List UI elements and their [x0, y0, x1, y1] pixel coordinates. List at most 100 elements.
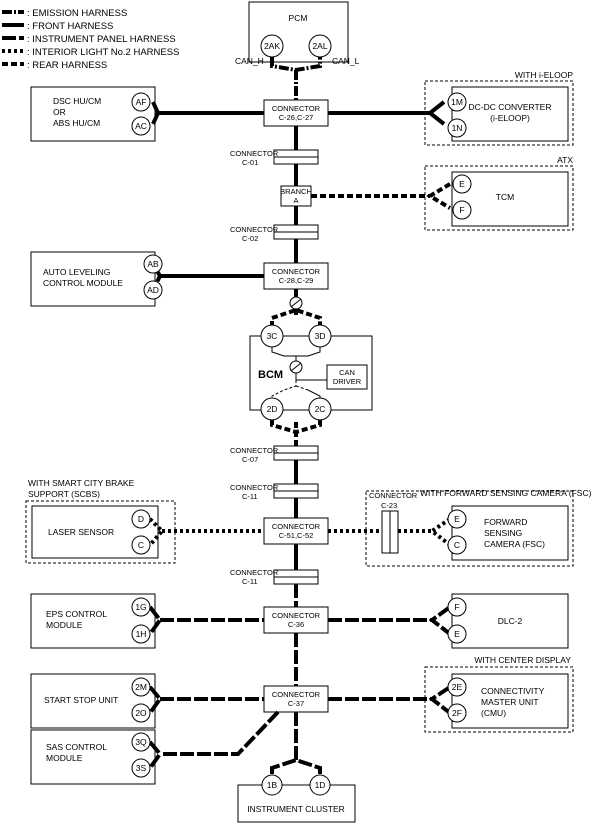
cmu-pin-2e	[447, 677, 467, 697]
connector-c11-lower: CONNECTOR C-11	[230, 568, 319, 586]
sas-label-1: SAS CONTROL	[46, 742, 107, 752]
connector-c51-label-2: C-51,C-52	[279, 531, 314, 540]
dsc-label-3: ABS HU/CM	[53, 118, 100, 128]
dlc-pin-f	[447, 597, 467, 617]
dcdc-pin-1n-label: 1N	[452, 123, 463, 133]
eps-pin-1h-label: 1H	[136, 629, 147, 639]
laser-condition-2: SUPPORT (SCBS)	[28, 489, 100, 499]
dsc-label-1: DSC HU/CM	[53, 96, 101, 106]
legend-emission-label: : EMISSION HARNESS	[27, 8, 127, 19]
legend: : EMISSION HARNESS : FRONT HARNESS : INS…	[2, 8, 179, 71]
dlc-label: DLC-2	[498, 616, 523, 626]
tcm-box	[451, 171, 569, 227]
tcm-pin-f-label: F	[459, 205, 464, 215]
sas-label-2: MODULE	[46, 753, 83, 763]
fsc-label-3: CAMERA (FSC)	[484, 539, 545, 549]
bcm: 3C 3D BCM CAN DRIVER 2D 2C	[249, 307, 373, 435]
connector-c28-label-1: CONNECTOR	[272, 267, 321, 276]
connector-c01-label-2: C-01	[242, 158, 258, 167]
fsc-pin-e	[447, 509, 467, 529]
cmu-pin-2f	[447, 703, 467, 723]
start-stop-label: START STOP UNIT	[44, 695, 118, 705]
eps-label-2: MODULE	[46, 620, 83, 630]
cluster-pin-1d	[309, 774, 331, 796]
tcm-option-frame	[424, 165, 574, 231]
dlc-pin-e-label: E	[454, 629, 460, 639]
connector-c11-upper: CONNECTOR C-11	[230, 483, 319, 501]
dcdc-option-frame	[424, 80, 574, 146]
dlc-2: DLC-2 F E	[428, 593, 569, 649]
laser-condition-1: WITH SMART CITY BRAKE	[28, 478, 135, 488]
can-driver-label-1: CAN	[339, 368, 355, 377]
dcdc-pin-1m	[447, 92, 467, 112]
connector-c11-upper-label-1: CONNECTOR	[230, 483, 279, 492]
laser-pin-c	[131, 535, 151, 555]
eps-pin-1h	[131, 624, 151, 644]
pcm-pin-2al	[308, 34, 332, 58]
tcm-label: TCM	[496, 192, 514, 202]
connector-c36-label-1: CONNECTOR	[272, 611, 321, 620]
legend-rear-label: : REAR HARNESS	[27, 60, 107, 71]
sas-control-module: SAS CONTROL MODULE 3Q 3S	[30, 729, 163, 785]
cmu-label-3: (CMU)	[481, 708, 506, 718]
cmu-label-2: MASTER UNIT	[481, 697, 539, 707]
connector-c02-label-1: CONNECTOR	[230, 225, 279, 234]
sas-pin-3q-label: 3Q	[135, 737, 147, 747]
connector-c07: CONNECTOR C-07	[230, 445, 319, 464]
pcm-pin-2ak	[260, 34, 284, 58]
auto-leveling-module: AUTO LEVELING CONTROL MODULE AB AD	[30, 251, 264, 307]
dsc-hu-cm: DSC HU/CM OR ABS HU/CM AF AC	[30, 86, 161, 142]
laser-pin-d	[131, 509, 151, 529]
connector-c36-label-2: C-36	[288, 620, 304, 629]
connector-c51-c52: CONNECTOR C-51,C-52	[263, 517, 432, 545]
dsc-pin-ac	[131, 116, 151, 136]
connector-c23-label-2: C-23	[381, 501, 397, 510]
connector-c07-label-1: CONNECTOR	[230, 446, 279, 455]
dcdc-pin-1m-label: 1M	[451, 97, 463, 107]
cmu-condition: WITH CENTER DISPLAY	[474, 655, 571, 665]
auto-leveling-label-1: AUTO LEVELING	[43, 267, 110, 277]
branch-label-1: BRANCH	[280, 187, 312, 196]
fsc-option-frame	[365, 490, 574, 567]
connector-c26-c27: CONNECTOR C-26,C-27	[158, 99, 430, 127]
cmu-label-1: CONNECTIVITY	[481, 686, 545, 696]
can-l-label: CAN_L	[332, 56, 360, 66]
start-stop-pin-2o	[131, 703, 151, 723]
instrument-cluster-label: INSTRUMENT CLUSTER	[247, 804, 345, 814]
auto-leveling-pin-ad-label: AD	[147, 285, 159, 295]
legend-instrument-panel-label: : INSTRUMENT PANEL HARNESS	[27, 34, 176, 45]
bcm-pin-3d-label: 3D	[315, 331, 326, 341]
dlc-pin-f-label: F	[454, 602, 459, 612]
pcm-pin-2al-label: 2AL	[312, 41, 327, 51]
auto-leveling-pin-ab	[143, 254, 163, 274]
connector-c01-label-1: CONNECTOR	[230, 149, 279, 158]
bcm-pin-3c-label: 3C	[267, 331, 278, 341]
can-driver-box	[326, 364, 368, 390]
bcm-label: BCM	[258, 369, 283, 381]
dlc-pin-e	[447, 624, 467, 644]
auto-leveling-pin-ad	[143, 280, 163, 300]
connector-c26-label-2: C-26,C-27	[279, 113, 314, 122]
connector-c11-lower-label-2: C-11	[242, 577, 258, 586]
pcm: PCM 2AK 2AL CAN_H CAN_L	[235, 1, 360, 73]
can-h-label: CAN_H	[235, 56, 264, 66]
cmu-pin-2f-label: 2F	[452, 708, 462, 718]
connector-c51-label-1: CONNECTOR	[272, 522, 321, 531]
dcdc-pin-1n	[447, 118, 467, 138]
eps-pin-1g	[131, 597, 151, 617]
can-driver-label-2: DRIVER	[333, 377, 362, 386]
connector-c37: CONNECTOR C-37	[160, 685, 432, 756]
connector-c11-upper-label-2: C-11	[242, 492, 258, 501]
auto-leveling-pin-ab-label: AB	[147, 259, 159, 269]
laser-sensor: WITH SMART CITY BRAKE SUPPORT (SCBS) LAS…	[25, 478, 264, 564]
tcm-pin-e	[452, 174, 472, 194]
laser-pin-c-label: C	[138, 540, 144, 550]
branch-a: BRANCH A	[280, 185, 430, 207]
bcm-pin-2d-label: 2D	[267, 404, 278, 414]
sas-pin-3s-label: 3S	[136, 763, 147, 773]
fsc-pin-c	[447, 535, 467, 555]
tcm-pin-f	[452, 200, 472, 220]
laser-pin-d-label: D	[138, 514, 144, 524]
connector-c37-label-2: C-37	[288, 699, 304, 708]
